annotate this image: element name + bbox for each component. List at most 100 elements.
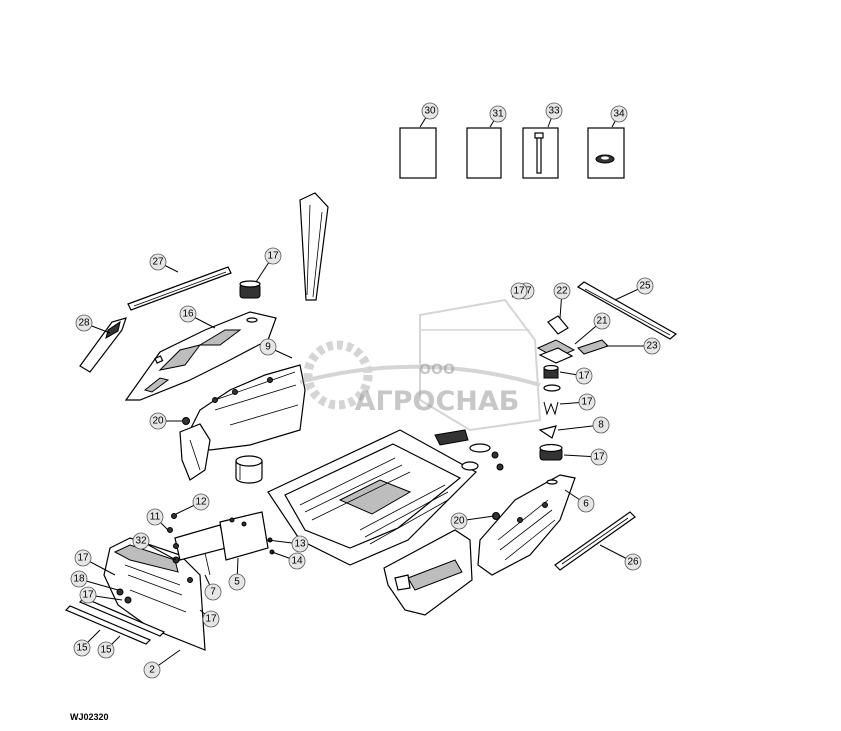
plate-23 xyxy=(577,339,609,355)
callout-label: 20 xyxy=(152,416,164,427)
callout-label: 12 xyxy=(195,497,207,508)
kit-item-31-sheet xyxy=(466,127,502,179)
callout-circle xyxy=(575,367,593,385)
callout-31: 31 xyxy=(489,105,507,128)
callout-circle xyxy=(259,338,277,356)
callout-8: 8 xyxy=(557,416,610,434)
callout-circle xyxy=(450,512,468,530)
callout-22: 22 xyxy=(553,282,571,319)
callout-label: 14 xyxy=(291,556,303,567)
callout-circle xyxy=(578,393,596,411)
callout-17: 17 xyxy=(74,549,116,576)
callout-12: 12 xyxy=(175,493,210,515)
strip-25 xyxy=(576,281,678,340)
screw-11 xyxy=(167,527,179,549)
callout-17: 17 xyxy=(563,448,608,466)
callout-circle xyxy=(202,610,220,628)
callout-label: 7 xyxy=(210,587,216,598)
callout-circle xyxy=(291,535,309,553)
panel-2 xyxy=(103,537,214,651)
callout-label: 17 xyxy=(77,553,89,564)
vertical-pillar xyxy=(299,192,329,301)
kit-item-34-washer xyxy=(587,127,625,179)
side-panel-6 xyxy=(477,474,576,576)
callout-27: 27 xyxy=(149,253,179,273)
callout-label: 9 xyxy=(265,342,271,353)
callout-circle xyxy=(79,586,97,604)
callout-circle xyxy=(643,337,661,355)
callout-label: 26 xyxy=(627,557,639,568)
callout-circle xyxy=(590,448,608,466)
callout-label: 17 xyxy=(513,286,525,297)
callout-label: 23 xyxy=(646,341,658,352)
callout-label: 18 xyxy=(73,574,85,585)
callout-circle xyxy=(179,305,197,323)
callout-circle xyxy=(577,495,595,513)
panel-16 xyxy=(124,311,277,401)
callout-label: 28 xyxy=(78,318,90,329)
bracket-22 xyxy=(547,315,569,335)
callout-circle xyxy=(97,641,115,659)
strip-26 xyxy=(554,511,636,571)
callout-circle xyxy=(70,570,88,588)
callout-label: 17 xyxy=(593,452,605,463)
callout-label: 32 xyxy=(135,536,147,547)
callout-circle xyxy=(149,412,167,430)
watermark: ООО АГРОСНАБ xyxy=(299,298,542,432)
callout-label: 33 xyxy=(548,106,560,117)
callout-circle xyxy=(132,532,150,550)
callout-32: 32 xyxy=(132,532,177,561)
callout-label: 8 xyxy=(598,420,604,431)
callout-label: 21 xyxy=(596,316,608,327)
bracket-9 xyxy=(184,364,306,451)
callout-20: 20 xyxy=(450,512,495,530)
callout-5: 5 xyxy=(228,557,246,591)
callout-label: 25 xyxy=(639,281,651,292)
callout-circle xyxy=(489,105,507,123)
callout-28: 28 xyxy=(75,314,111,334)
screw-12 xyxy=(171,513,177,519)
callout-label: 5 xyxy=(234,577,240,588)
callout-label: 17 xyxy=(578,371,590,382)
callout-circle xyxy=(143,661,161,679)
cover-5 xyxy=(219,511,269,561)
callout-2: 2 xyxy=(143,649,181,679)
callout-circle xyxy=(636,277,654,295)
callout-circle xyxy=(228,573,246,591)
callout-14: 14 xyxy=(271,551,306,570)
callout-6: 6 xyxy=(564,489,595,513)
strip-27 xyxy=(127,266,232,311)
callout-13: 13 xyxy=(267,535,309,553)
callout-circle xyxy=(146,508,164,526)
watermark-small: ООО xyxy=(419,362,455,378)
bolt-20-left xyxy=(182,417,190,425)
callout-circle xyxy=(624,553,642,571)
callout-circle xyxy=(553,282,571,300)
callout-circle xyxy=(545,102,563,120)
mount-17-right-lower xyxy=(539,443,563,485)
callout-21: 21 xyxy=(574,312,611,345)
callout-18: 18 xyxy=(70,570,119,591)
mount-17-right-stack xyxy=(543,364,561,392)
callout-33: 33 xyxy=(545,102,563,128)
callout-circle xyxy=(610,105,628,123)
callout-label: 17 xyxy=(581,397,593,408)
callout-label: 31 xyxy=(492,109,504,120)
callout-16: 16 xyxy=(179,305,216,329)
callout-label: 22 xyxy=(556,286,568,297)
mount-17-upper-left xyxy=(239,280,261,323)
callout-15: 15 xyxy=(73,629,101,657)
callout-17: 17 xyxy=(559,367,593,385)
callout-label: 11 xyxy=(150,512,161,523)
callout-7: 7 xyxy=(204,574,222,601)
callout-label: 13 xyxy=(294,539,306,550)
callout-circle xyxy=(74,549,92,567)
callout-circle xyxy=(288,552,306,570)
cylinder-spacer xyxy=(235,455,263,484)
plate-21 xyxy=(536,339,576,364)
clip-8 xyxy=(538,401,559,439)
kit-item-30-sheet xyxy=(399,127,437,179)
callout-25: 25 xyxy=(614,277,654,301)
callout-circle xyxy=(192,493,210,511)
callout-20: 20 xyxy=(149,412,182,430)
